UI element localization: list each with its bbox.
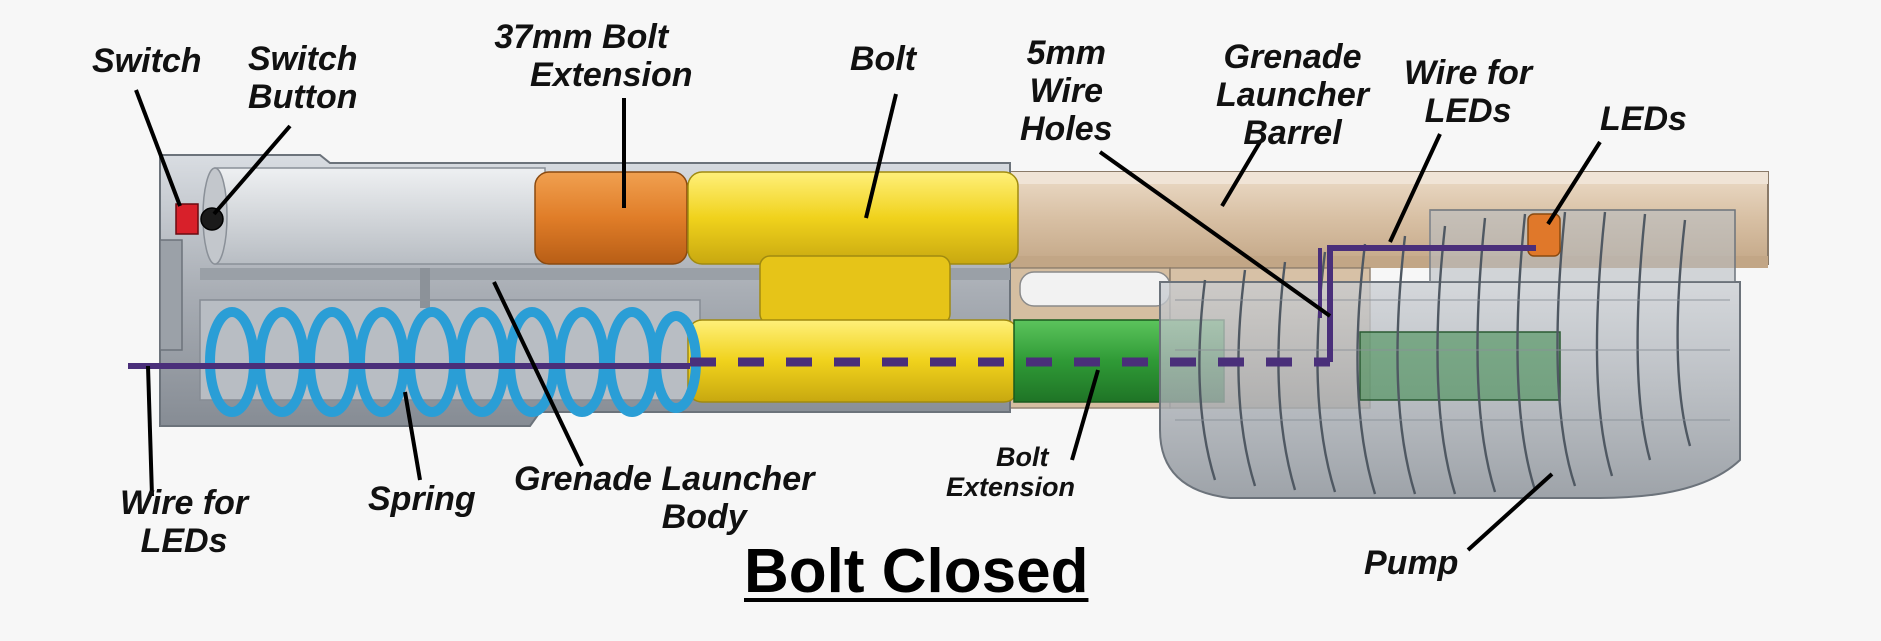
label-bolt: Bolt [850,40,917,78]
switch-button [200,207,224,231]
wire-for-leds [128,245,1536,369]
switch [175,203,199,235]
label-pump: Pump [1364,544,1459,582]
label-leds: LEDs [1600,100,1687,138]
label-switch: Switch [92,42,202,80]
label-spring: Spring [368,480,476,518]
diagram-title: Bolt Closed [744,537,1089,606]
pump [1159,209,1741,499]
bolt-extension-37mm [534,171,688,265]
leader-lines [134,89,1602,552]
